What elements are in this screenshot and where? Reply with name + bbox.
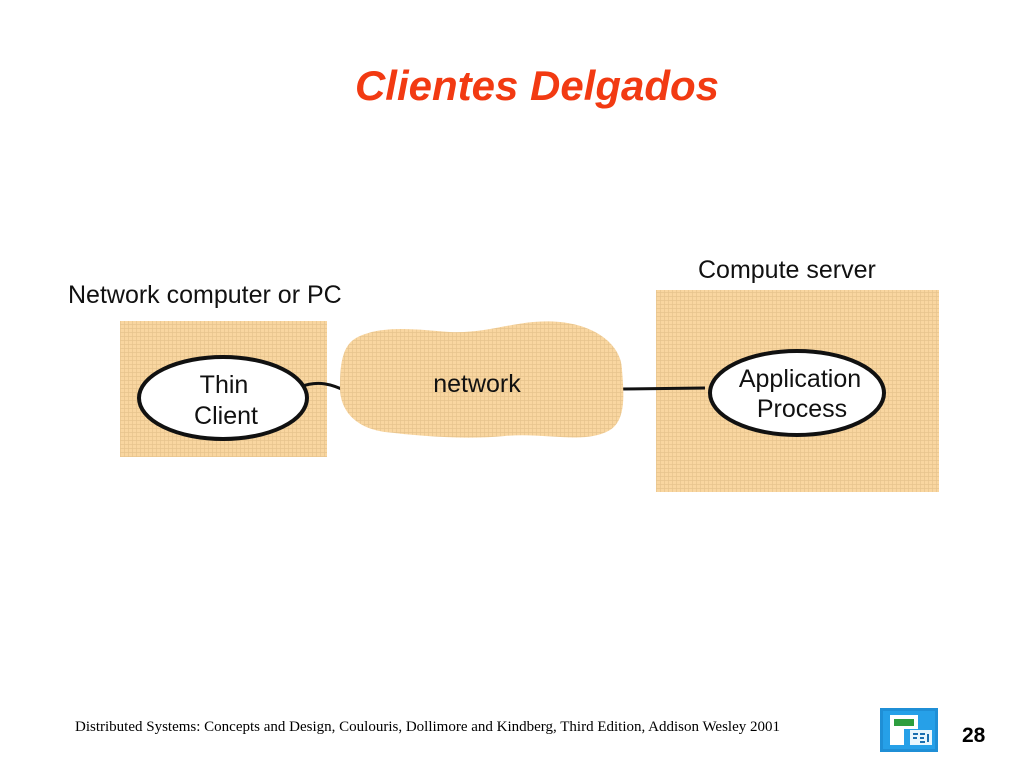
thin-client-label-line1: Thin [200, 371, 249, 399]
page-title: Clientes Delgados [354, 62, 720, 109]
server-box-label: Compute server [698, 256, 876, 284]
application-process-label-line1: Application [739, 365, 861, 393]
client-box-label: Network computer or PC [68, 281, 342, 309]
network-cloud [340, 321, 624, 438]
application-process-ellipse [708, 349, 886, 437]
p-fei-logo-icon [880, 708, 938, 752]
network-server-connector [621, 386, 706, 391]
thin-client-label-line2: Client [194, 402, 258, 430]
application-process-label-line2: Process [757, 395, 847, 423]
page-number: 28 [962, 724, 986, 747]
footer-citation: Distributed Systems: Concepts and Design… [75, 719, 780, 735]
network-label: network [433, 370, 521, 398]
thin-client-ellipse [137, 355, 309, 441]
